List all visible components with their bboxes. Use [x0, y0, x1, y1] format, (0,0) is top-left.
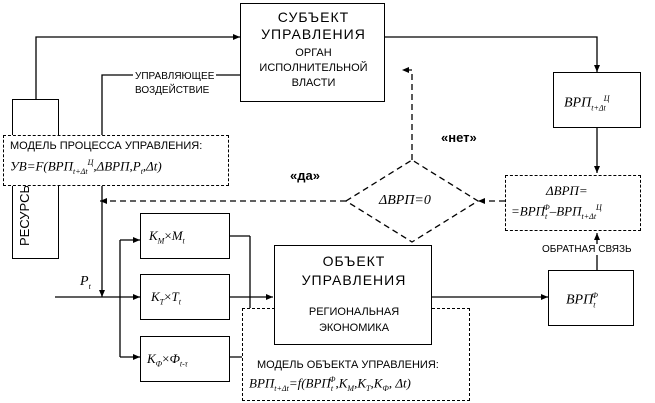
delta-grp-line2-b-sup: Ц — [596, 203, 602, 212]
answer-yes-label: «да» — [290, 168, 320, 183]
object-model-formula-b-sub: t — [330, 383, 334, 393]
control-action-label-2: ВОЗДЕЙСТВИЕ — [135, 85, 210, 96]
resources-label: РЕСУРСЫ — [17, 182, 32, 246]
control-model-formula-c: ,Δt) — [142, 158, 162, 174]
object-model-formula-b-sup: Ф — [329, 375, 336, 384]
object-model-formula: ВРПt+Δt=f(ВРПtФ,KM,KT,KФ, Δt) — [249, 375, 411, 393]
control-model-formula-b-sub: t — [140, 166, 143, 176]
factor-2-op: × — [164, 289, 172, 304]
grp-actual-sub: t — [593, 300, 596, 310]
delta-grp-box: ΔВРП= =ВРПtФ–ВРПt+ΔtЦ — [505, 175, 641, 231]
factor-3-op: × — [162, 351, 170, 366]
subject-title-line2: УПРАВЛЕНИЯ — [261, 26, 366, 42]
control-model-formula-a-sup: Ц — [87, 158, 94, 167]
factor-2-k: K — [151, 289, 160, 304]
subject-title-line1: СУБЪЕКТ — [277, 9, 350, 25]
decision-diamond — [344, 159, 480, 243]
factor-box-1: KM×Mt — [140, 213, 230, 259]
grp-actual-label: ВРПtФ — [566, 291, 598, 309]
factor-2-label: KT×Tt — [151, 289, 181, 307]
object-model-formula-c: ,K — [335, 375, 348, 391]
object-model-formula-f: , Δt) — [388, 375, 411, 391]
object-box: ОБЪЕКТ УПРАВЛЕНИЯ РЕГИОНАЛЬНАЯ ЭКОНОМИКА — [274, 245, 432, 345]
factor-3-v: Ф — [169, 351, 180, 366]
grp-target-sub: t+Δt — [591, 103, 606, 113]
feedback-label: ОБРАТНАЯ СВЯЗЬ — [540, 244, 634, 255]
factor-box-3: KФ×Фt-τ — [140, 336, 230, 382]
factor-1-v-sub: t — [182, 236, 185, 246]
delta-grp-line2-a-sub: t — [545, 211, 548, 221]
factor-1-op: × — [164, 228, 172, 243]
subject-body-line1: ОРГАН — [295, 47, 332, 59]
control-action-label-1: УПРАВЛЯЮЩЕЕ — [133, 71, 217, 82]
object-body-line2: ЭКОНОМИКА — [318, 322, 390, 334]
factor-1-v: M — [171, 228, 183, 243]
object-model-formula-e: ,K — [370, 375, 383, 391]
input-p-label: Pt — [80, 274, 91, 291]
object-model-formula-d: ,K — [354, 375, 366, 391]
control-model-formula: УВ=F(ВРПt+ΔtЦ,ΔВРП,Pt,Δt) — [10, 158, 162, 176]
factor-3-label: KФ×Фt-τ — [147, 351, 188, 369]
grp-target-main: ВРП — [564, 95, 592, 111]
input-p-main: P — [80, 274, 89, 289]
factor-1-label: KM×Mt — [149, 228, 185, 246]
factor-box-2: KT×Tt — [140, 274, 230, 320]
delta-grp-line1: ΔВРП= — [546, 183, 588, 198]
grp-actual-sup: Ф — [591, 291, 598, 300]
factor-2-v-sub: t — [178, 297, 181, 307]
decision-label: ΔВРП=0 — [379, 193, 431, 208]
grp-target-box: ВРПt+ΔtЦ — [553, 72, 641, 128]
object-title-line1: ОБЪЕКТ — [322, 253, 386, 269]
delta-grp-line2-b: –ВРП — [549, 203, 582, 219]
factor-1-k-sub: M — [157, 236, 165, 246]
control-model-box: МОДЕЛЬ ПРОЦЕССА УПРАВЛЕНИЯ: УВ=F(ВРПt+Δt… — [3, 135, 229, 186]
subject-box: СУБЪЕКТ УПРАВЛЕНИЯ ОРГАН ИСПОЛНИТЕЛЬНОЙ … — [240, 3, 385, 102]
decision-no-line — [402, 67, 413, 160]
factor-1-k: K — [149, 228, 158, 243]
object-model-formula-a: ВРП — [249, 375, 275, 391]
object-body-line1: РЕГИОНАЛЬНАЯ — [308, 306, 400, 318]
grp-target-sup: Ц — [603, 94, 610, 103]
delta-grp-line2-a: =ВРП — [511, 203, 546, 219]
answer-no-label: «нет» — [441, 130, 477, 145]
factor-3-k: K — [147, 351, 156, 366]
grp-actual-box: ВРПtФ — [548, 270, 634, 326]
resources-to-subject-line — [35, 34, 240, 99]
control-model-formula-a: УВ=F(ВРП — [10, 158, 74, 174]
delta-grp-line2-a-sup: Ф — [543, 203, 550, 212]
delta-grp-line2-b-sub: t+Δt — [581, 211, 597, 221]
subject-to-target-line — [385, 36, 600, 72]
object-model-formula-e-sub: Ф — [382, 383, 389, 393]
delta-grp-line2: =ВРПtФ–ВРПt+ΔtЦ — [511, 203, 602, 221]
subject-body-line3: ВЛАСТИ — [291, 77, 336, 89]
object-title-line2: УПРАВЛЕНИЯ — [301, 272, 407, 288]
control-model-title: МОДЕЛЬ ПРОЦЕССА УПРАВЛЕНИЯ: — [10, 140, 203, 152]
object-model-formula-b: =f(ВРП — [288, 375, 331, 391]
object-model-formula-d-sub: T — [366, 383, 371, 393]
object-model-formula-a-sub: t+Δt — [274, 383, 289, 393]
factor-2-v: T — [171, 289, 179, 304]
input-p-sub: t — [88, 281, 91, 291]
object-model-title: МОДЕЛЬ ОБЪЕКТА УПРАВЛЕНИЯ: — [257, 359, 439, 371]
factor-3-k-sub: Ф — [155, 359, 163, 369]
control-model-formula-a-sub: t+Δt — [73, 166, 88, 176]
factor-2-k-sub: T — [159, 297, 165, 307]
object-model-formula-c-sub: M — [347, 383, 355, 393]
factor-3-v-sub: t-τ — [179, 359, 188, 369]
subject-body-line2: ИСПОЛНИТЕЛЬНОЙ — [259, 62, 368, 74]
grp-actual-main: ВРП — [566, 292, 594, 308]
grp-target-label: ВРПt+ΔtЦ — [564, 94, 610, 112]
control-model-formula-b: ,ΔВРП,P — [93, 158, 141, 174]
